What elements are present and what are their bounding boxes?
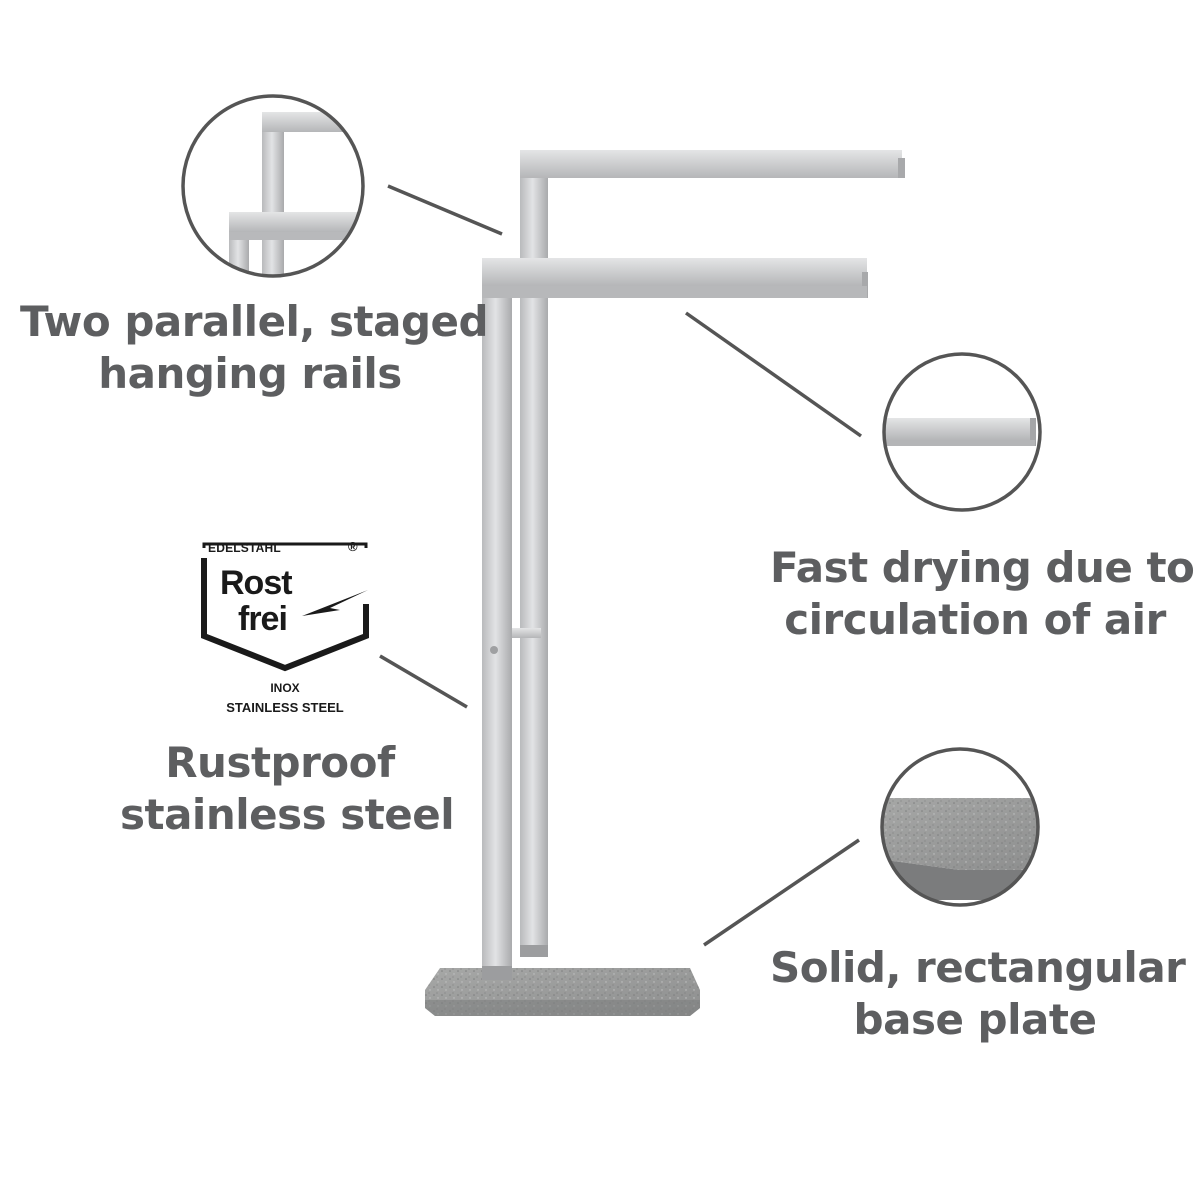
badge-shield-icon <box>201 542 369 672</box>
towel-stand <box>425 150 905 1016</box>
caption-line: Rustproof <box>165 738 395 787</box>
rostfrei-badge: EDELSTAHL ® Rost frei INOX STAINLESS STE… <box>190 539 380 720</box>
caption-base-plate: Solid, rectangular base plate <box>770 942 1186 1046</box>
caption-line: circulation of air <box>784 595 1166 644</box>
caption-line: stainless steel <box>120 790 455 839</box>
front-rail <box>482 258 868 980</box>
callout-line-rails <box>387 184 503 236</box>
zoom-circle-rails <box>181 94 365 278</box>
caption-line: Fast drying due to <box>770 543 1195 592</box>
caption-rustproof: Rustproof stainless steel <box>120 737 455 841</box>
badge-top-text: EDELSTAHL <box>208 541 281 555</box>
caption-line: hanging rails <box>98 349 402 398</box>
callout-line-steel <box>379 654 468 709</box>
badge-bottom-text: STAINLESS STEEL <box>226 700 344 715</box>
caption-hanging-rails: Two parallel, staged hanging rails <box>20 296 489 400</box>
badge-line1: Rost <box>220 564 293 602</box>
registered-mark: ® <box>348 539 358 554</box>
badge-line2: frei <box>238 600 288 638</box>
callout-lines <box>379 184 863 947</box>
zoom-circle-base <box>880 747 1040 907</box>
caption-line: Two parallel, staged <box>20 297 489 346</box>
base-plate <box>425 968 700 1016</box>
caption-line: Solid, rectangular <box>770 943 1186 992</box>
zoom-circle-rail-end <box>882 352 1042 512</box>
callout-line-drying <box>684 311 863 438</box>
connector-bar <box>503 628 541 638</box>
badge-inox-text: INOX <box>270 681 300 695</box>
caption-fast-drying: Fast drying due to circulation of air <box>770 542 1195 646</box>
callout-line-base <box>703 838 860 947</box>
caption-line: base plate <box>853 995 1097 1044</box>
